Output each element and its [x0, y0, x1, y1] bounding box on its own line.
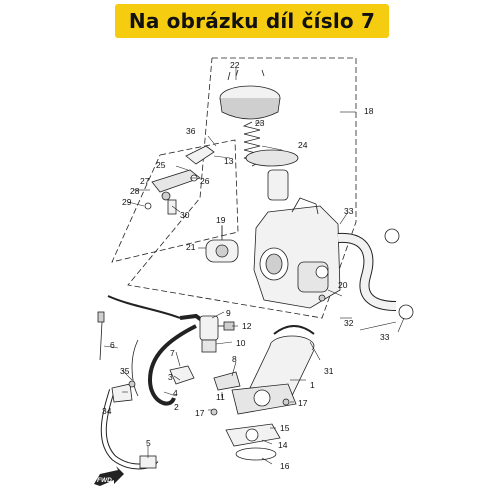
- callout-7: 7: [170, 348, 175, 358]
- carburetor-body: [253, 197, 341, 309]
- fwd-arrow-badge: FWD: [94, 466, 124, 486]
- carburetor-group-outline: [127, 57, 357, 319]
- screw-17b: [282, 398, 290, 406]
- air-cut-valve: [199, 315, 235, 353]
- mount-bracket: [111, 380, 136, 403]
- intake-gaskets: [225, 423, 281, 461]
- callout-10: 10: [236, 338, 246, 348]
- callout-29: 29: [122, 197, 132, 207]
- air-hose: [337, 228, 414, 320]
- starter-plunger: [205, 226, 239, 263]
- vacuum-piston: [267, 169, 289, 201]
- banner-text: Na obrázku díl číslo 7: [128, 9, 376, 33]
- callout-35: 35: [120, 366, 130, 376]
- callout-labels: 22 18 23 24 36 13 25 27 26 28 29 30 19 2…: [102, 60, 390, 471]
- callout-31: 31: [324, 366, 334, 376]
- callout-6: 6: [110, 340, 115, 350]
- choke-group-outline: [111, 139, 239, 263]
- screw-17a: [210, 408, 218, 416]
- callout-33-bottom: 33: [380, 332, 390, 342]
- vent-hoses: [97, 295, 212, 470]
- callout-27: 27: [140, 176, 150, 186]
- callout-23: 23: [255, 118, 265, 128]
- callout-11: 11: [216, 392, 225, 402]
- callout-17-right: 17: [298, 398, 308, 408]
- callout-4: 4: [173, 388, 178, 398]
- callout-8: 8: [232, 354, 237, 364]
- top-cap: [219, 69, 281, 120]
- callout-14: 14: [278, 440, 288, 450]
- callout-5: 5: [146, 438, 151, 448]
- callout-17-left: 17: [195, 408, 205, 418]
- callout-21: 21: [186, 242, 196, 252]
- callout-26: 26: [200, 176, 210, 186]
- callout-19: 19: [216, 215, 226, 225]
- screw-20: [318, 294, 326, 302]
- callout-16: 16: [280, 461, 290, 471]
- callout-24: 24: [298, 140, 308, 150]
- intake-manifold: [231, 335, 315, 415]
- callout-32: 32: [344, 318, 354, 328]
- callout-20: 20: [338, 280, 348, 290]
- callout-30: 30: [180, 210, 190, 220]
- callout-28: 28: [130, 186, 140, 196]
- diaphragm: [245, 149, 299, 167]
- callout-12: 12: [242, 321, 252, 331]
- leader-lines: [103, 68, 405, 465]
- callout-13: 13: [224, 156, 234, 166]
- pipe-bracket: [169, 365, 241, 391]
- callout-2: 2: [174, 402, 179, 412]
- callout-34: 34: [102, 406, 112, 416]
- hose-clamp: [273, 325, 315, 335]
- callout-9: 9: [226, 308, 231, 318]
- callout-22: 22: [230, 60, 240, 70]
- callout-3: 3: [168, 372, 173, 382]
- callout-36: 36: [186, 126, 196, 136]
- callout-33-top: 33: [344, 206, 354, 216]
- fwd-label: FWD: [97, 477, 112, 484]
- part-number-banner: Na obrázku díl číslo 7: [115, 4, 389, 38]
- callout-18: 18: [364, 106, 374, 116]
- callout-15: 15: [280, 423, 290, 433]
- callout-1: 1: [310, 380, 315, 390]
- callout-25: 25: [156, 160, 166, 170]
